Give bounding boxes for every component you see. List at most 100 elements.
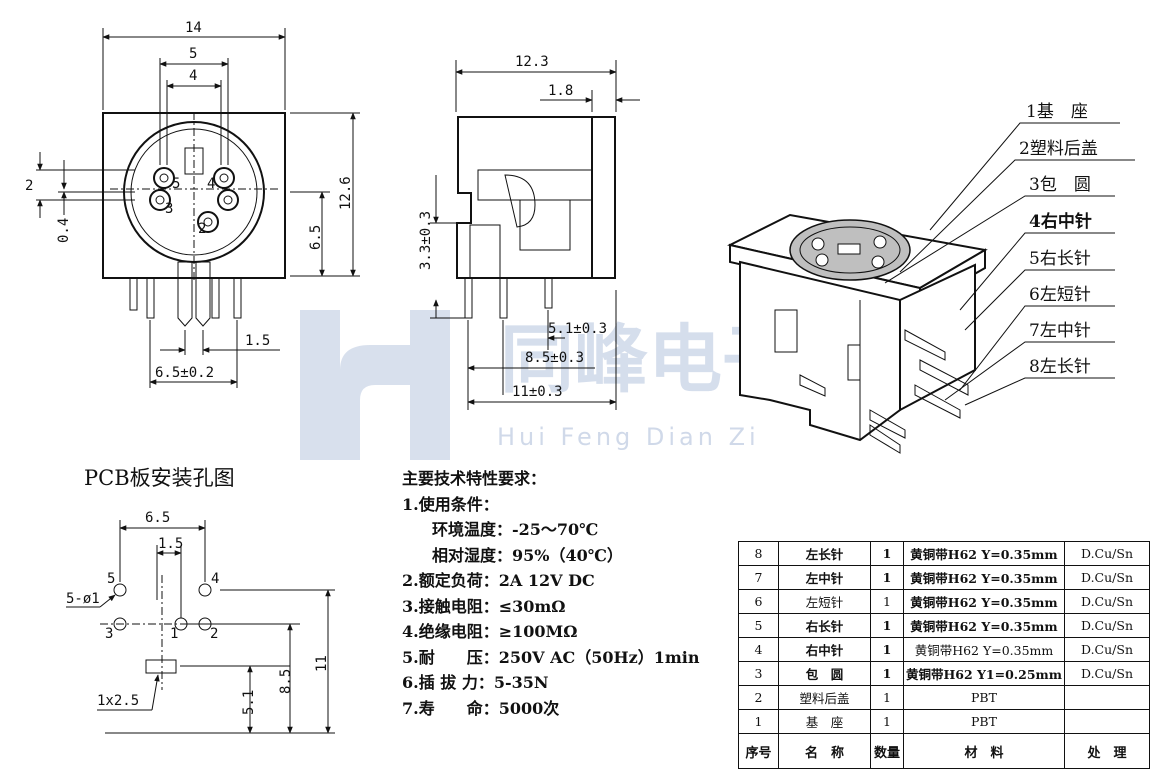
bom-finish: D.Cu/Sn: [1064, 637, 1150, 662]
pcb-title: PCB板安装孔图: [84, 466, 235, 490]
callout-6: 6左短针: [1029, 285, 1091, 305]
pcb-hole-4: [198, 583, 212, 597]
bom-material: 黄铜带H62 Y=0.35mm: [902, 589, 1066, 614]
bom-qty: 1: [869, 661, 904, 686]
callout-4: 4右中针: [1029, 211, 1092, 232]
bom-finish: D.Cu/Sn: [1064, 613, 1150, 638]
bom-header-qty: 数量: [869, 733, 904, 769]
dim-front-126: 12.6: [338, 176, 354, 210]
bom-material: 黄铜带H62 Y=0.35mm: [902, 541, 1066, 566]
table-row: 4 右中针 1 黄铜带H62 Y=0.35mm D.Cu/Sn: [738, 637, 1150, 662]
bom-header-no: 序号: [738, 733, 779, 769]
dim-front-2: 2: [25, 178, 33, 194]
pcb-slot: [145, 659, 177, 674]
bom-name: 包 圆: [777, 661, 871, 686]
dim-side-123: 12.3: [515, 54, 549, 70]
bom-qty: 1: [869, 589, 904, 614]
callout-5: 5右长针: [1029, 249, 1091, 269]
spec-item-1: 1.使用条件：: [402, 494, 499, 514]
bom-material: PBT: [902, 685, 1066, 710]
table-row: 7 左中针 1 黄铜带H62 Y=0.35mm D.Cu/Sn: [738, 565, 1150, 590]
spec-item-6: 6.插 拔 力：5-35N: [402, 673, 549, 692]
bom-finish: [1064, 709, 1150, 734]
pcb-hole-label-1: 1: [170, 626, 178, 642]
bom-name: 基 座: [777, 709, 871, 734]
bom-qty: 1: [869, 685, 904, 710]
specs-heading: 主要技术特性要求：: [402, 469, 547, 488]
bom-no: 3: [738, 661, 779, 686]
bom-no: 5: [738, 613, 779, 638]
bom-finish: D.Cu/Sn: [1064, 541, 1150, 566]
pcb-hole-3: [113, 617, 127, 631]
spec-item-5: 5.耐 压：250V AC（50Hz）1min: [402, 647, 700, 667]
bom-name: 左中针: [777, 565, 871, 590]
callout-3: 3包 圆: [1029, 175, 1091, 195]
bom-qty: 1: [869, 613, 904, 638]
iso-view: [727, 213, 988, 454]
spec-item-7: 7.寿 命：5000次: [402, 698, 560, 718]
bom-header-material: 材 料: [902, 733, 1066, 769]
dim-side-18: 1.8: [548, 83, 573, 99]
pcb-hole-label-2: 2: [210, 626, 218, 642]
dim-side-11: 11±0.3: [512, 384, 563, 400]
bom-qty: 1: [869, 709, 904, 734]
callout-8: 8左长针: [1029, 357, 1091, 377]
bom-no: 6: [738, 589, 779, 614]
spec-item-4: 4.绝缘电阻：≥100MΩ: [402, 622, 578, 641]
front-pin-3: 3: [165, 201, 173, 217]
dim-front-5: 5: [189, 46, 197, 62]
bom-material: 黄铜带H62 Y=0.35mm: [902, 637, 1066, 662]
table-row: 3 包 圆 1 黄铜带H62 Y1=0.25mm D.Cu/Sn: [738, 661, 1150, 686]
callout-7: 7左中针: [1029, 321, 1091, 341]
dim-front-65: 6.5: [308, 225, 324, 250]
pcb-hole-label-3: 3: [105, 626, 113, 642]
pcb-view: 5 4 3 1 2 6.5 1.5 5-ø1 1x2.5 5.1 8.5 11: [66, 510, 335, 734]
specs-block: 主要技术特性要求： 1.使用条件： 环境温度：-25～70℃ 相对湿度：95%（…: [402, 466, 732, 721]
dim-front-04: 0.4: [56, 218, 72, 243]
watermark-sub: Hui Feng Dian Zi: [497, 423, 760, 451]
side-view: 12.3 1.8 3.3±0.3 5.1±0.3 8.5±0.3 11±0.3: [418, 54, 640, 410]
front-view: 5 4 3 2 14 5 4 2 0.4 6.5: [25, 20, 360, 388]
bom-no: 4: [738, 637, 779, 662]
spec-item-2: 2.额定负荷：2A 12V DC: [402, 571, 595, 590]
table-row: 8 左长针 1 黄铜带H62 Y=0.35mm D.Cu/Sn: [738, 541, 1150, 566]
pcb-hole-label-4: 4: [211, 571, 219, 587]
spec-item-temp: 环境温度：-25～70℃: [432, 520, 599, 539]
pcb-hole-5: [113, 583, 127, 597]
table-row: 6 左短针 1 黄铜带H62 Y=0.35mm D.Cu/Sn: [738, 589, 1150, 614]
dim-side-51: 5.1±0.3: [548, 321, 607, 337]
bom-material: 黄铜带H62 Y=0.35mm: [902, 565, 1066, 590]
pcb-dim-65: 6.5: [145, 510, 170, 526]
bom-no: 7: [738, 565, 779, 590]
front-pin-4: 4: [207, 176, 215, 192]
bom-material: PBT: [902, 709, 1066, 734]
pcb-dim-slot: 1x2.5: [97, 693, 139, 709]
bom-no: 1: [738, 709, 779, 734]
table-row: 1 基 座 1 PBT: [738, 709, 1150, 734]
dim-front-15: 1.5: [245, 333, 270, 349]
bom-material: 黄铜带H62 Y=0.35mm: [902, 613, 1066, 638]
pcb-dim-holes: 5-ø1: [66, 591, 100, 607]
dim-front-14: 14: [185, 20, 202, 36]
dim-front-4: 4: [189, 68, 197, 84]
bom-header-finish: 处 理: [1064, 733, 1150, 769]
callout-1: 1基 座: [1026, 102, 1088, 122]
front-pin-5: 5: [172, 176, 180, 192]
bom-name: 塑料后盖: [777, 685, 871, 710]
bom-name: 左长针: [777, 541, 871, 566]
bom-no: 8: [738, 541, 779, 566]
bom-header-row: 序号 名 称 数量 材 料 处 理: [738, 733, 1150, 769]
table-row: 2 塑料后盖 1 PBT: [738, 685, 1150, 710]
front-pin-2: 2: [198, 221, 206, 237]
dim-front-65t: 6.5±0.2: [155, 365, 214, 381]
bom-finish: D.Cu/Sn: [1064, 661, 1150, 686]
bom-name: 右中针: [777, 637, 871, 662]
pcb-dim-11: 11: [314, 655, 330, 672]
watermark-logo: [300, 310, 450, 460]
bom-finish: [1064, 685, 1150, 710]
bom-finish: D.Cu/Sn: [1064, 589, 1150, 614]
bom-no: 2: [738, 685, 779, 710]
bom-qty: 1: [869, 541, 904, 566]
bom-finish: D.Cu/Sn: [1064, 565, 1150, 590]
